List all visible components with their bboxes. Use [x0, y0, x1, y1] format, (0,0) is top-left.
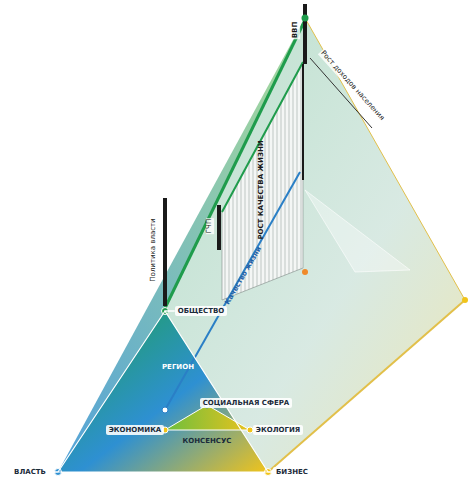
triangle-side: [49, 311, 175, 472]
diagram-label: РОСТ КАЧЕСТВА ЖИЗНИ: [258, 140, 266, 239]
triangle-side: [165, 311, 273, 472]
diagram-label: Рост доходов населения: [318, 49, 386, 123]
diagram-label: ГЧП: [206, 218, 214, 234]
vertex-label: ЭКОЛОГИЯ: [253, 425, 303, 435]
vertex-text: ОБЩЕСТВО: [178, 307, 225, 315]
vertex-label: БИЗНЕС: [273, 467, 311, 477]
vertex-text: СОЦИАЛЬНАЯ СФЕРА: [203, 399, 290, 407]
diagram-label: КОНСЕНСУС: [183, 438, 232, 446]
vertex-text: ВЛАСТЬ: [14, 468, 46, 476]
vertex-text: ЭКОЛОГИЯ: [256, 426, 300, 434]
diagram-label: РЕГИОН: [162, 364, 194, 372]
diagram-label: Качество жизни: [224, 246, 263, 307]
diagram-label: Политика власти: [150, 217, 158, 282]
vertex-text: БИЗНЕС: [276, 468, 308, 476]
diagram-label: ВВП: [292, 21, 300, 40]
vertex-label: ОБЩЕСТВО: [175, 306, 228, 316]
triangle-side: [49, 471, 273, 472]
vertex-text: ЭКОНОМИКА: [109, 426, 162, 434]
vertex-label: ЭКОНОМИКА: [106, 425, 165, 435]
vertex-label: СОЦИАЛЬНАЯ СФЕРА: [200, 398, 293, 408]
vertex-label: ВЛАСТЬ: [11, 467, 49, 477]
